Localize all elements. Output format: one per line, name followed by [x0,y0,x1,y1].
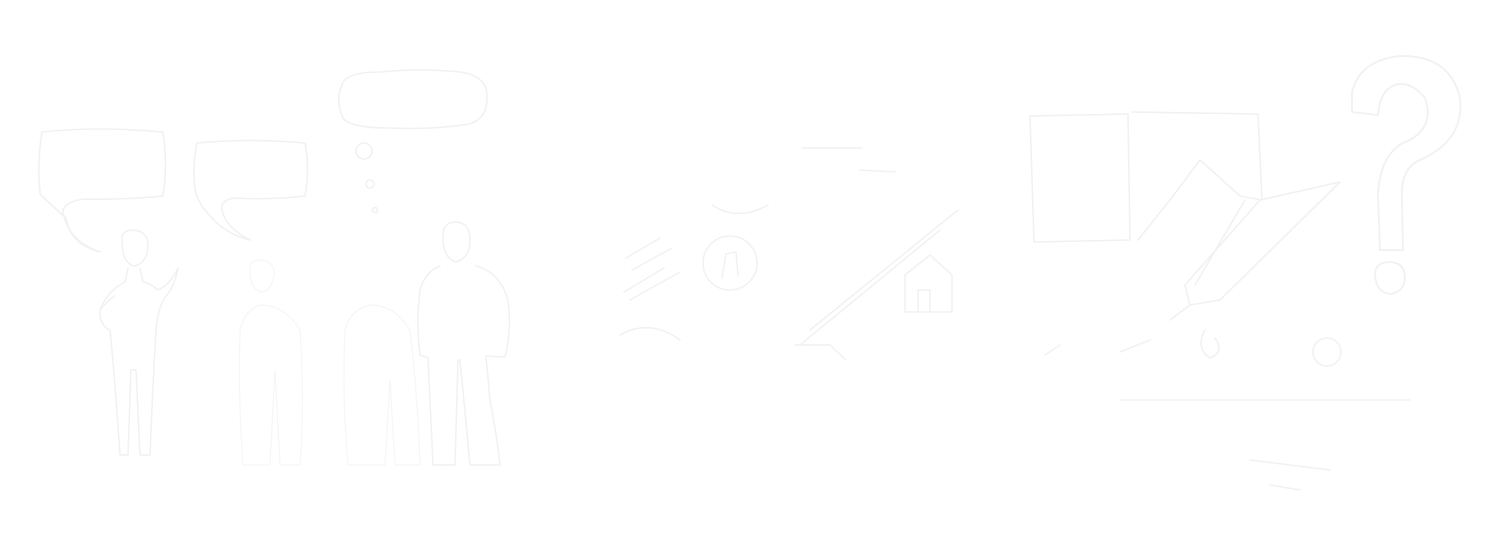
handshake-icon [619,204,769,341]
speech-bubble-icon [38,128,167,253]
person-icon [343,304,421,466]
speech-bubble-icon [193,139,309,241]
book-pencil-icon [1029,111,1411,491]
person-icon [99,229,179,456]
question-mark-icon [1351,55,1462,295]
thought-bubble-icon [337,69,488,214]
person-icon [238,259,304,466]
house-icon [794,147,959,361]
person-question-mark-icon [417,221,511,466]
